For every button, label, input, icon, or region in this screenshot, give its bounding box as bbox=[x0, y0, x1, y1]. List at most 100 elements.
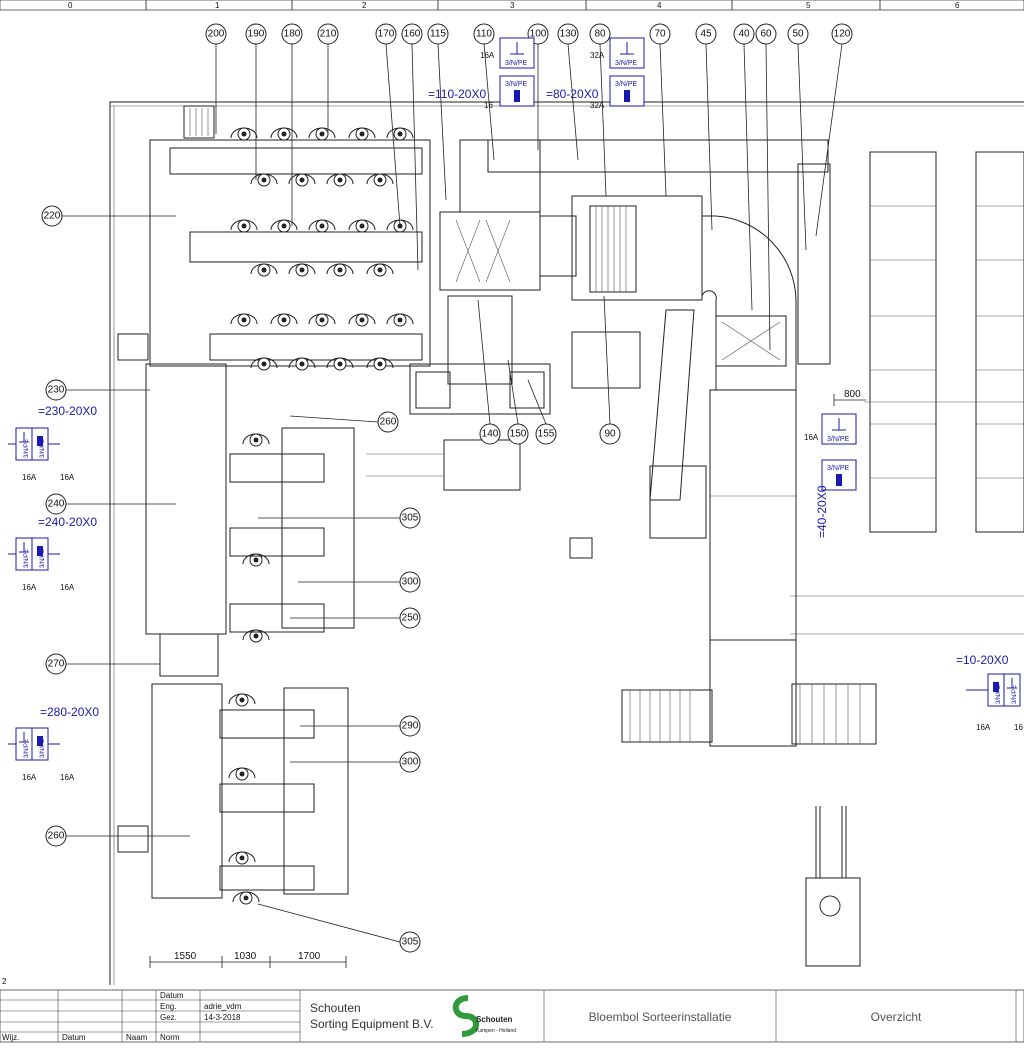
dimension-lines: 800 1550 1030 1700 bbox=[149, 389, 866, 968]
part-callout-number: 220 bbox=[44, 211, 61, 222]
part-callout-number: 305 bbox=[402, 937, 419, 948]
part-callout: 230 bbox=[45, 379, 67, 401]
part-callout-number: 140 bbox=[482, 429, 499, 440]
operator-icon bbox=[366, 263, 394, 277]
operator-icon bbox=[386, 313, 414, 327]
socket-rating: 3/N/PE bbox=[24, 549, 30, 568]
sheet-number: 2 bbox=[2, 977, 7, 986]
dimension-label: 800 bbox=[844, 389, 861, 400]
operator-icon bbox=[228, 851, 256, 865]
part-callout-number: 155 bbox=[538, 429, 555, 440]
part-callout: 210 bbox=[317, 23, 339, 45]
operator-icon bbox=[250, 173, 278, 187]
part-callout: 115 bbox=[427, 23, 449, 45]
tb-label: Eng. bbox=[160, 1002, 176, 1011]
operator-icon bbox=[288, 173, 316, 187]
operator-icon bbox=[326, 357, 354, 371]
socket-rating: 3/N/PE bbox=[827, 436, 850, 443]
part-callout-number: 70 bbox=[654, 29, 666, 40]
part-callout-number: 40 bbox=[738, 29, 750, 40]
operator-icon bbox=[228, 693, 256, 707]
title-block: Datum Eng. Gez. Norm Wijz. Datum Naam ad… bbox=[0, 989, 1024, 1043]
panel-label: =280-20X0 bbox=[40, 705, 99, 719]
part-callout: 270 bbox=[45, 653, 67, 675]
operator-icon bbox=[308, 313, 336, 327]
operator-icon bbox=[242, 433, 270, 447]
grid-label: 5 bbox=[806, 1, 811, 10]
part-callout: 70 bbox=[649, 23, 671, 45]
dimension-label: 1030 bbox=[234, 951, 257, 962]
schouten-logo: Schouten Kampen - Holland bbox=[452, 995, 516, 1037]
amperage-label: 16A bbox=[60, 583, 75, 592]
socket-rating: 3/N/PE bbox=[615, 81, 638, 88]
part-callout-number: 160 bbox=[404, 29, 421, 40]
operator-icon bbox=[270, 127, 298, 141]
storage-boxes bbox=[790, 151, 1024, 635]
part-callout: 200 bbox=[205, 23, 227, 45]
socket-rating: 3/N/PE bbox=[24, 439, 30, 458]
sheet-title: Overzicht bbox=[871, 1010, 922, 1024]
project-title: Bloembol Sorteerinstallatie bbox=[589, 1010, 732, 1024]
part-callout: 120 bbox=[831, 23, 853, 45]
socket-icon: 3/N/PE bbox=[499, 75, 535, 107]
part-callout: 220 bbox=[41, 205, 63, 227]
part-callout: 240 bbox=[45, 493, 67, 515]
amperage-label: 16A bbox=[60, 473, 75, 482]
operator-icon bbox=[270, 313, 298, 327]
tb-label: Datum bbox=[62, 1033, 86, 1042]
operator-icon bbox=[242, 553, 270, 567]
part-callout-number: 60 bbox=[760, 29, 772, 40]
socket-icon: 3/N/PE bbox=[31, 427, 49, 461]
operator-icon bbox=[348, 127, 376, 141]
part-callout: 110 bbox=[473, 23, 495, 45]
tb-label: Gez. bbox=[160, 1013, 177, 1022]
operator-icon bbox=[348, 219, 376, 233]
part-callout-number: 100 bbox=[530, 29, 547, 40]
operator-icon bbox=[386, 127, 414, 141]
part-callout-number: 115 bbox=[430, 29, 446, 40]
part-callout: 250 bbox=[399, 607, 421, 629]
company-name-line2: Sorting Equipment B.V. bbox=[310, 1017, 434, 1031]
socket-icon: 3/N/PE bbox=[609, 75, 645, 107]
part-callout-number: 250 bbox=[402, 613, 419, 624]
panel-label: =80-20X0 bbox=[546, 87, 599, 101]
crate-columns bbox=[117, 333, 227, 899]
drawing-date: 14-3-2018 bbox=[204, 1013, 241, 1022]
part-callout: 140 bbox=[479, 423, 501, 445]
amperage-label: 16A bbox=[22, 473, 37, 482]
panel-label: =240-20X0 bbox=[38, 515, 97, 529]
part-callout: 170 bbox=[375, 23, 397, 45]
part-callout: 180 bbox=[281, 23, 303, 45]
grid-label: 0 bbox=[68, 1, 73, 10]
forklift-icon bbox=[805, 806, 861, 967]
panel-labels: =110-20X0 =80-20X0 =230-20X0 =240-20X0 =… bbox=[38, 87, 1009, 719]
grid-label: 6 bbox=[955, 1, 960, 10]
socket-icon: 3/N/PE bbox=[31, 727, 49, 761]
amperage-label: 16A bbox=[976, 723, 991, 732]
part-callout: 50 bbox=[787, 23, 809, 45]
amperage-label: 32A bbox=[590, 101, 605, 110]
part-callout-number: 45 bbox=[700, 29, 712, 40]
tb-label: Wijz. bbox=[2, 1033, 19, 1042]
grid-label: 2 bbox=[362, 1, 367, 10]
operator-icon bbox=[366, 357, 394, 371]
part-callout: 305 bbox=[399, 931, 421, 953]
socket-rating: 3/N/PE bbox=[40, 739, 46, 758]
part-callout-number: 190 bbox=[248, 29, 265, 40]
part-callout: 45 bbox=[695, 23, 717, 45]
operator-icon bbox=[288, 357, 316, 371]
part-callout-number: 150 bbox=[510, 429, 527, 440]
socket-icon: 3/N/PE bbox=[1003, 673, 1021, 707]
socket-icon: 3/N/PE bbox=[821, 413, 857, 445]
socket-icon: 3/N/PE bbox=[15, 537, 33, 571]
grid-label: 3 bbox=[510, 1, 515, 10]
part-callout-number: 240 bbox=[48, 499, 65, 510]
part-callout-number: 270 bbox=[48, 659, 65, 670]
dimension-label: 1700 bbox=[298, 951, 321, 962]
socket-rating: 3/N/PE bbox=[827, 465, 850, 472]
operator-icon bbox=[230, 127, 258, 141]
part-callout: 40 bbox=[733, 23, 755, 45]
socket-icon: 3/N/PE bbox=[15, 427, 33, 461]
part-callout-number: 50 bbox=[792, 29, 804, 40]
operator-icon bbox=[326, 263, 354, 277]
